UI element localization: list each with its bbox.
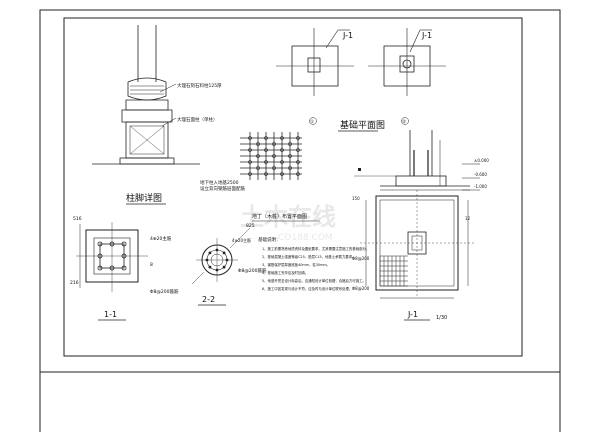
- j1-large-label: J-1: [407, 310, 418, 319]
- rebar-dot: [215, 268, 219, 272]
- section-1-1-label: 1-1: [104, 310, 117, 319]
- rebar-node: [256, 142, 260, 146]
- j1-large-plan: [360, 190, 474, 299]
- elev-top-label: ±0.000: [474, 158, 489, 163]
- rebar-grid: [240, 132, 302, 180]
- note-bar-b: Φ8@200箍筋: [150, 288, 179, 295]
- rebar-node: [256, 166, 260, 170]
- note-item: 4、基础施工完毕应及时回填。: [262, 270, 308, 275]
- rebar-node: [288, 142, 292, 146]
- rebar-node: [272, 154, 276, 158]
- rebar-node: [248, 172, 252, 176]
- note-item: 3、钢筋保护层厚度底板40mm，柱30mm。: [262, 262, 330, 267]
- note-bar-e: Φ8@200: [352, 256, 370, 261]
- note-bar-d: Φ8@200箍筋: [238, 267, 267, 274]
- rebar-node: [264, 148, 268, 152]
- column-annotation-top: 大理石刻石料柱125厚: [177, 82, 222, 89]
- dim-12: 12: [465, 216, 471, 221]
- rebar-node: [272, 166, 276, 170]
- rebar-node: [248, 160, 252, 164]
- rebar-node: [272, 142, 276, 146]
- note-item: 1、施工前需熟悉地质资料及图纸要求，尤其需要注意施工的基础部分。: [262, 246, 369, 251]
- watermark-sub: CO188.COM: [278, 233, 333, 243]
- section-2-2: [191, 227, 251, 285]
- section-1-1-bars: [97, 241, 127, 271]
- rebar-node: [280, 172, 284, 176]
- rebar-node: [256, 154, 260, 158]
- rebar-dot: [205, 258, 209, 262]
- inner-border: [63, 17, 523, 357]
- rebar-dot: [121, 253, 127, 259]
- rebar-dot: [222, 251, 226, 255]
- circled-number-1: [309, 117, 317, 125]
- rebar-node: [280, 160, 284, 164]
- elevation-section: [354, 130, 480, 191]
- column-base-drawing: [92, 25, 200, 165]
- note-item: 6、施工中如发现与设计不符，应及时与设计单位联系处理。: [262, 286, 352, 291]
- rebar-dot: [208, 251, 212, 255]
- circled-number-1-text: ①: [310, 119, 314, 125]
- dim-216: 216: [70, 280, 79, 286]
- elev-mid-label: -0.600: [474, 172, 487, 177]
- j1-corner-hatch: [379, 255, 408, 287]
- dim-150: 150: [352, 196, 360, 201]
- rebar-node: [264, 172, 268, 176]
- rebar-node: [296, 172, 300, 176]
- circled-number-2: [401, 117, 409, 125]
- rebar-node: [288, 154, 292, 158]
- circled-number-2-text: ②: [402, 119, 406, 125]
- grid-note-line2: 设立双向钢筋层面配筋: [200, 185, 245, 192]
- rebar-dot: [97, 241, 103, 247]
- rebar-node: [288, 166, 292, 170]
- section-1-1: [76, 222, 148, 292]
- rebar-dot: [121, 241, 127, 247]
- rebar-node: [296, 148, 300, 152]
- j1-top-right-label: J-1: [421, 31, 432, 40]
- j1-top-right-view: [368, 28, 446, 96]
- rebar-dot: [215, 248, 219, 252]
- notes-list: 1、施工前需熟悉地质资料及图纸要求，尤其需要注意施工的基础部分。 2、基础混凝土…: [262, 246, 369, 291]
- rebar-dot: [97, 265, 103, 271]
- rebar-dot: [97, 253, 103, 259]
- note-bar-a: 4⊕20主筋: [150, 235, 172, 242]
- rebar-dot: [222, 265, 226, 269]
- dim-8: 8: [150, 262, 153, 268]
- grid-note-line1: 地下柱入地基2500: [200, 179, 239, 186]
- rebar-dot: [208, 265, 212, 269]
- column-base-title: 柱脚详图: [126, 192, 162, 204]
- section-2-2-bars: [205, 248, 229, 272]
- rebar-node: [264, 160, 268, 164]
- section-2-2-label: 2-2: [202, 295, 215, 304]
- dim-825: 825: [246, 223, 255, 229]
- pile-layout-title: 地丁（木桩）布置平面图: [252, 213, 307, 220]
- watermark-text: 土木在线: [240, 203, 336, 231]
- rebar-node: [296, 136, 300, 140]
- rebar-node: [248, 148, 252, 152]
- rebar-node: [264, 136, 268, 140]
- rebar-node: [280, 148, 284, 152]
- rebar-node: [248, 136, 252, 140]
- scale-label: 1/30: [436, 315, 447, 321]
- plan-title: 基础平面图: [340, 119, 385, 131]
- notes-title: 基础说明：: [258, 236, 281, 243]
- outer-border: [39, 9, 561, 373]
- rebar-node: [296, 160, 300, 164]
- j1-top-left-view: [276, 28, 354, 96]
- rebar-node: [280, 136, 284, 140]
- note-bar-f: Φ8@200: [352, 286, 370, 291]
- rebar-dot: [109, 265, 115, 271]
- column-annotation-bottom: 大理石面柱（单柱）: [177, 116, 218, 123]
- elev-low-label: -1.000: [474, 184, 487, 189]
- rebar-dot: [225, 258, 229, 262]
- note-bar-c: 4⊕20主筋: [232, 237, 251, 243]
- rebar-dot: [121, 265, 127, 271]
- dim-516-a: 516: [73, 216, 82, 222]
- rebar-dot: [109, 241, 115, 247]
- note-item: 5、地基开挖至设计标高后，应通知设计单位验槽，合格后方可施工。: [262, 278, 366, 283]
- j1-top-left-label: J-1: [342, 31, 353, 40]
- note-item: 2、基础混凝土强度等级C25，垫层C15，地基土承载力要求。: [262, 254, 356, 259]
